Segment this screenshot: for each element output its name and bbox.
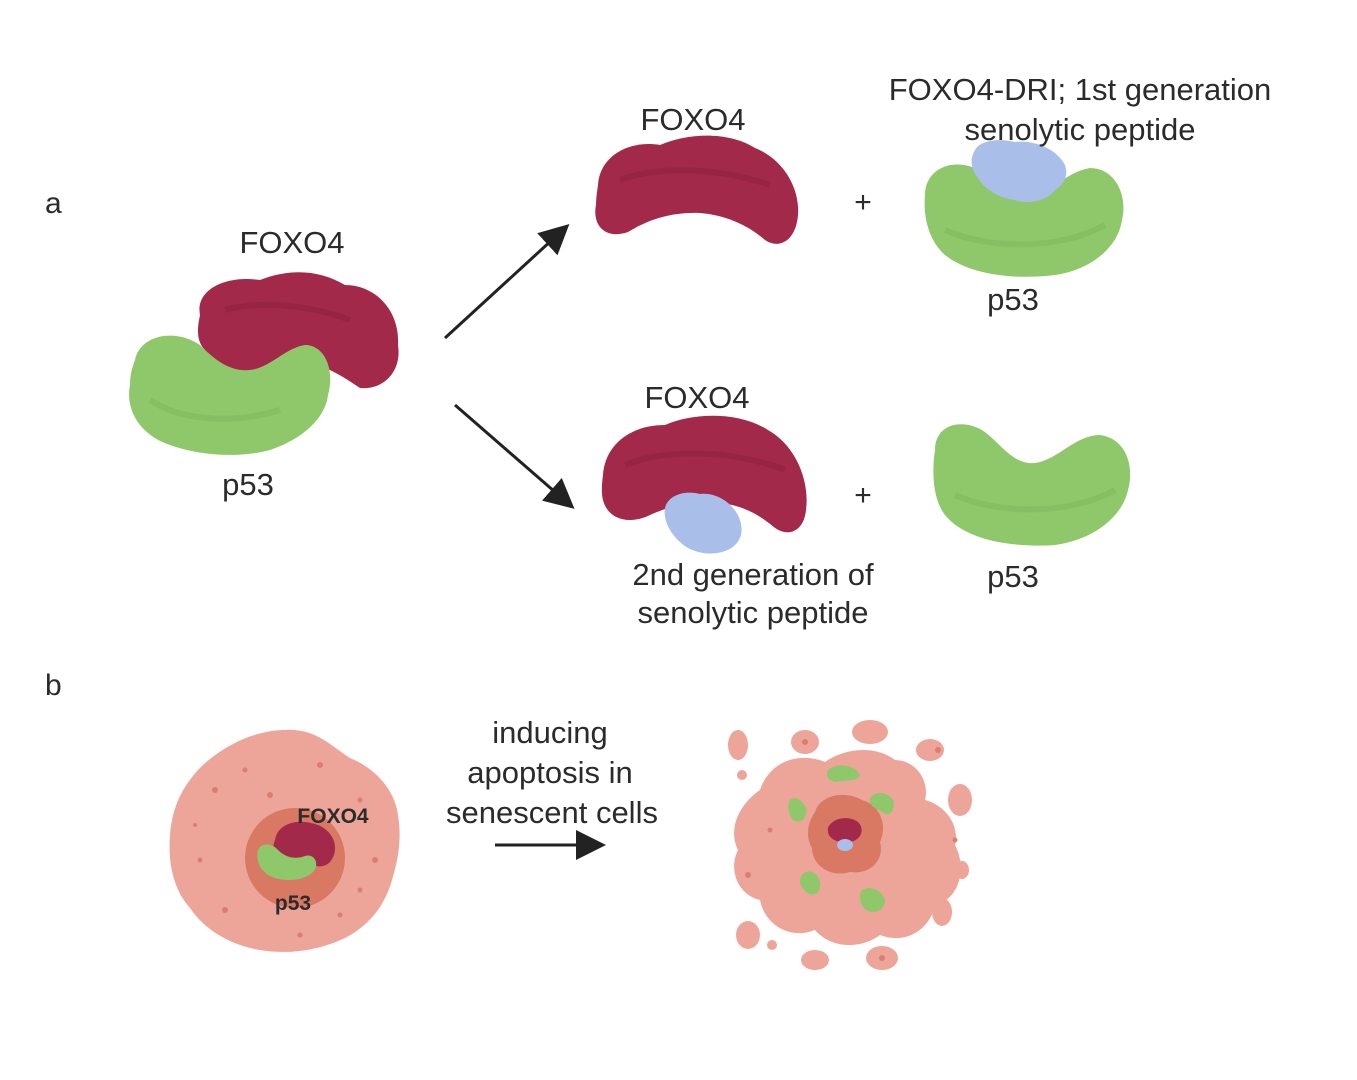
arrow-down-right bbox=[454, 403, 575, 509]
label-peptide-2nd-line1: 2nd generation of bbox=[632, 557, 874, 592]
foxo4-p53-complex bbox=[129, 272, 399, 455]
label-senescent-cells: senescent cells bbox=[446, 795, 658, 830]
plus-bottom: + bbox=[854, 479, 872, 512]
label-foxo4-bottom: FOXO4 bbox=[644, 380, 749, 415]
label-inducing: inducing bbox=[492, 715, 607, 750]
peptide-2nd-gen bbox=[664, 492, 742, 554]
foxo4-protein-bottom bbox=[601, 415, 807, 533]
apoptotic-cell bbox=[728, 720, 972, 970]
plus-top: + bbox=[854, 186, 872, 219]
label-foxo4-complex: FOXO4 bbox=[239, 225, 344, 260]
label-p53-complex: p53 bbox=[222, 467, 274, 502]
foxo4-protein-top bbox=[595, 135, 799, 244]
label-peptide-1st-line2: senolytic peptide bbox=[965, 112, 1196, 147]
p53-protein-complex bbox=[129, 335, 331, 455]
label-peptide-2nd-line2: senolytic peptide bbox=[638, 595, 869, 630]
label-foxo4-top: FOXO4 bbox=[640, 102, 745, 137]
foxo4-protein-complex bbox=[197, 272, 399, 389]
p53-protein-bottom bbox=[933, 424, 1131, 546]
panel-label-b: b bbox=[45, 669, 62, 702]
cell-granules bbox=[193, 762, 378, 938]
panel-label-a: a bbox=[45, 187, 62, 220]
arrow-up-right bbox=[443, 223, 570, 340]
foxo4-in-nucleus bbox=[273, 821, 336, 867]
label-p53-cell: p53 bbox=[275, 892, 311, 915]
label-apoptosis-in: apoptosis in bbox=[467, 755, 632, 790]
p53-in-nucleus bbox=[257, 844, 317, 880]
label-p53-top: p53 bbox=[987, 282, 1039, 317]
label-foxo4-cell: FOXO4 bbox=[297, 805, 369, 828]
peptide-1st-gen bbox=[971, 140, 1067, 202]
label-peptide-1st-line1: FOXO4-DRI; 1st generation bbox=[889, 72, 1272, 107]
p53-protein-top bbox=[924, 164, 1124, 277]
label-p53-bottom: p53 bbox=[987, 559, 1039, 594]
